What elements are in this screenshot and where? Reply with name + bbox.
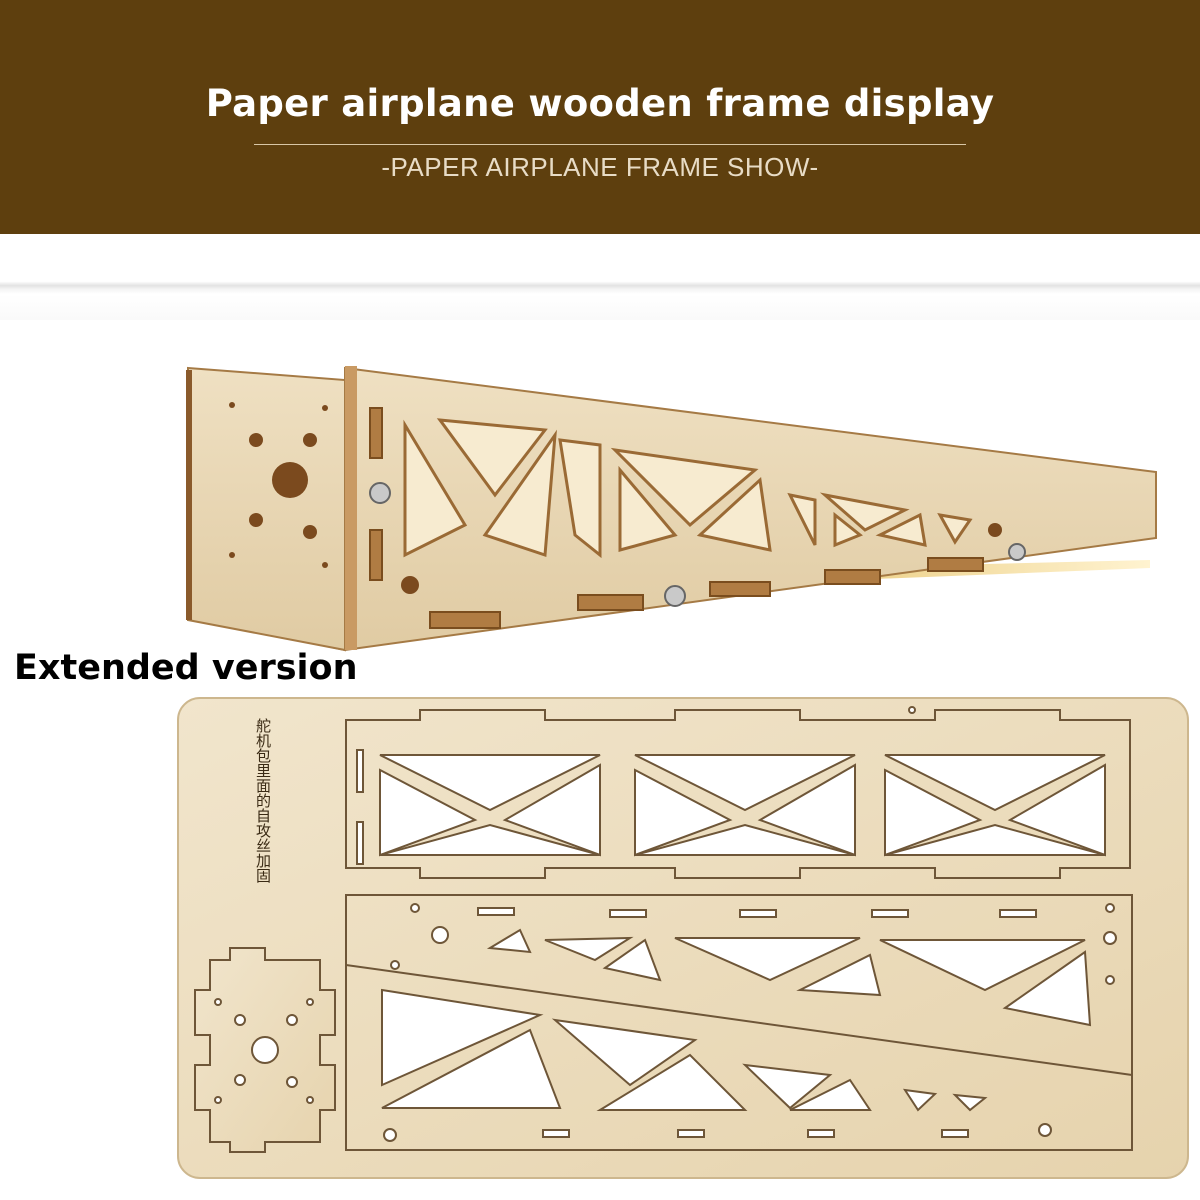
laser-cut-board-image (177, 697, 1189, 1179)
extended-version-label: Extended version (14, 648, 358, 688)
page-subtitle: -PAPER AIRPLANE FRAME SHOW- (381, 152, 819, 182)
header-banner: Paper airplane wooden frame display -PAP… (0, 0, 1200, 234)
page-title: Paper airplane wooden frame display (205, 82, 995, 125)
board-engraved-note: 舵机包里面的自攻丝加固 (254, 718, 272, 883)
assembled-frame-image (186, 366, 1157, 652)
section-divider (0, 234, 1200, 320)
title-divider (254, 144, 966, 145)
